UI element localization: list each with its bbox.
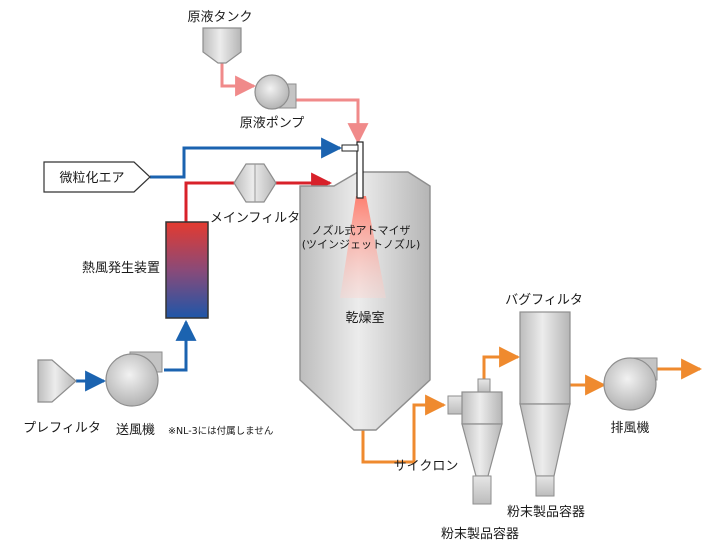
exhaust-fan: [603, 357, 658, 411]
main-filter-label: メインフィルタ: [210, 211, 300, 226]
cyclone-label: サイクロン: [394, 459, 459, 474]
cyclone: [447, 378, 503, 505]
nozzle-air-port: [341, 144, 359, 152]
atomizing-air-label: 微粒化エア: [59, 171, 124, 186]
atomizing-air-inlet: [43, 161, 151, 193]
spray-cone: [340, 196, 386, 298]
blower-label: 送風機: [116, 423, 155, 438]
prefilter: [37, 359, 77, 403]
heater-label: 熱風発生装置: [82, 261, 160, 276]
drying-chamber: [299, 171, 431, 431]
stock-pump: [254, 74, 297, 110]
nozzle-atomizer: [356, 141, 364, 199]
exhaust-fan-label: 排風機: [610, 421, 649, 436]
stock-feed-line: [292, 98, 369, 145]
cyclone-container-label: 粉末製品容器: [441, 526, 519, 542]
chamber-to-cyclone-line: [361, 394, 447, 464]
blower: [105, 351, 163, 407]
stock-tank: [202, 27, 242, 64]
nozzle-label-line1: ノズル式アトマイザ: [312, 223, 411, 237]
bag-container-label: 粉末製品容器: [507, 504, 585, 520]
nozzle-label-line2: (ツインジェットノズル): [302, 237, 421, 251]
hot-air-line: [184, 181, 234, 222]
heater: [165, 221, 209, 319]
bag-filter-label: バグフィルタ: [505, 293, 583, 308]
bag-filter: [519, 311, 571, 497]
cyclone-to-bag-line: [482, 346, 521, 379]
stock-tank-label: 原液タンク: [187, 10, 252, 25]
stock-liquid-line: [220, 62, 257, 97]
blower-to-heater-line: [164, 319, 197, 372]
stock-pump-label: 原液ポンプ: [240, 116, 305, 131]
drying-chamber-label: 乾燥室: [345, 310, 384, 326]
blower-note: ※NL-3には付属しません: [168, 426, 273, 437]
prefilter-label: プレフィルタ: [23, 421, 101, 436]
atomizing-air-line: [150, 137, 343, 179]
